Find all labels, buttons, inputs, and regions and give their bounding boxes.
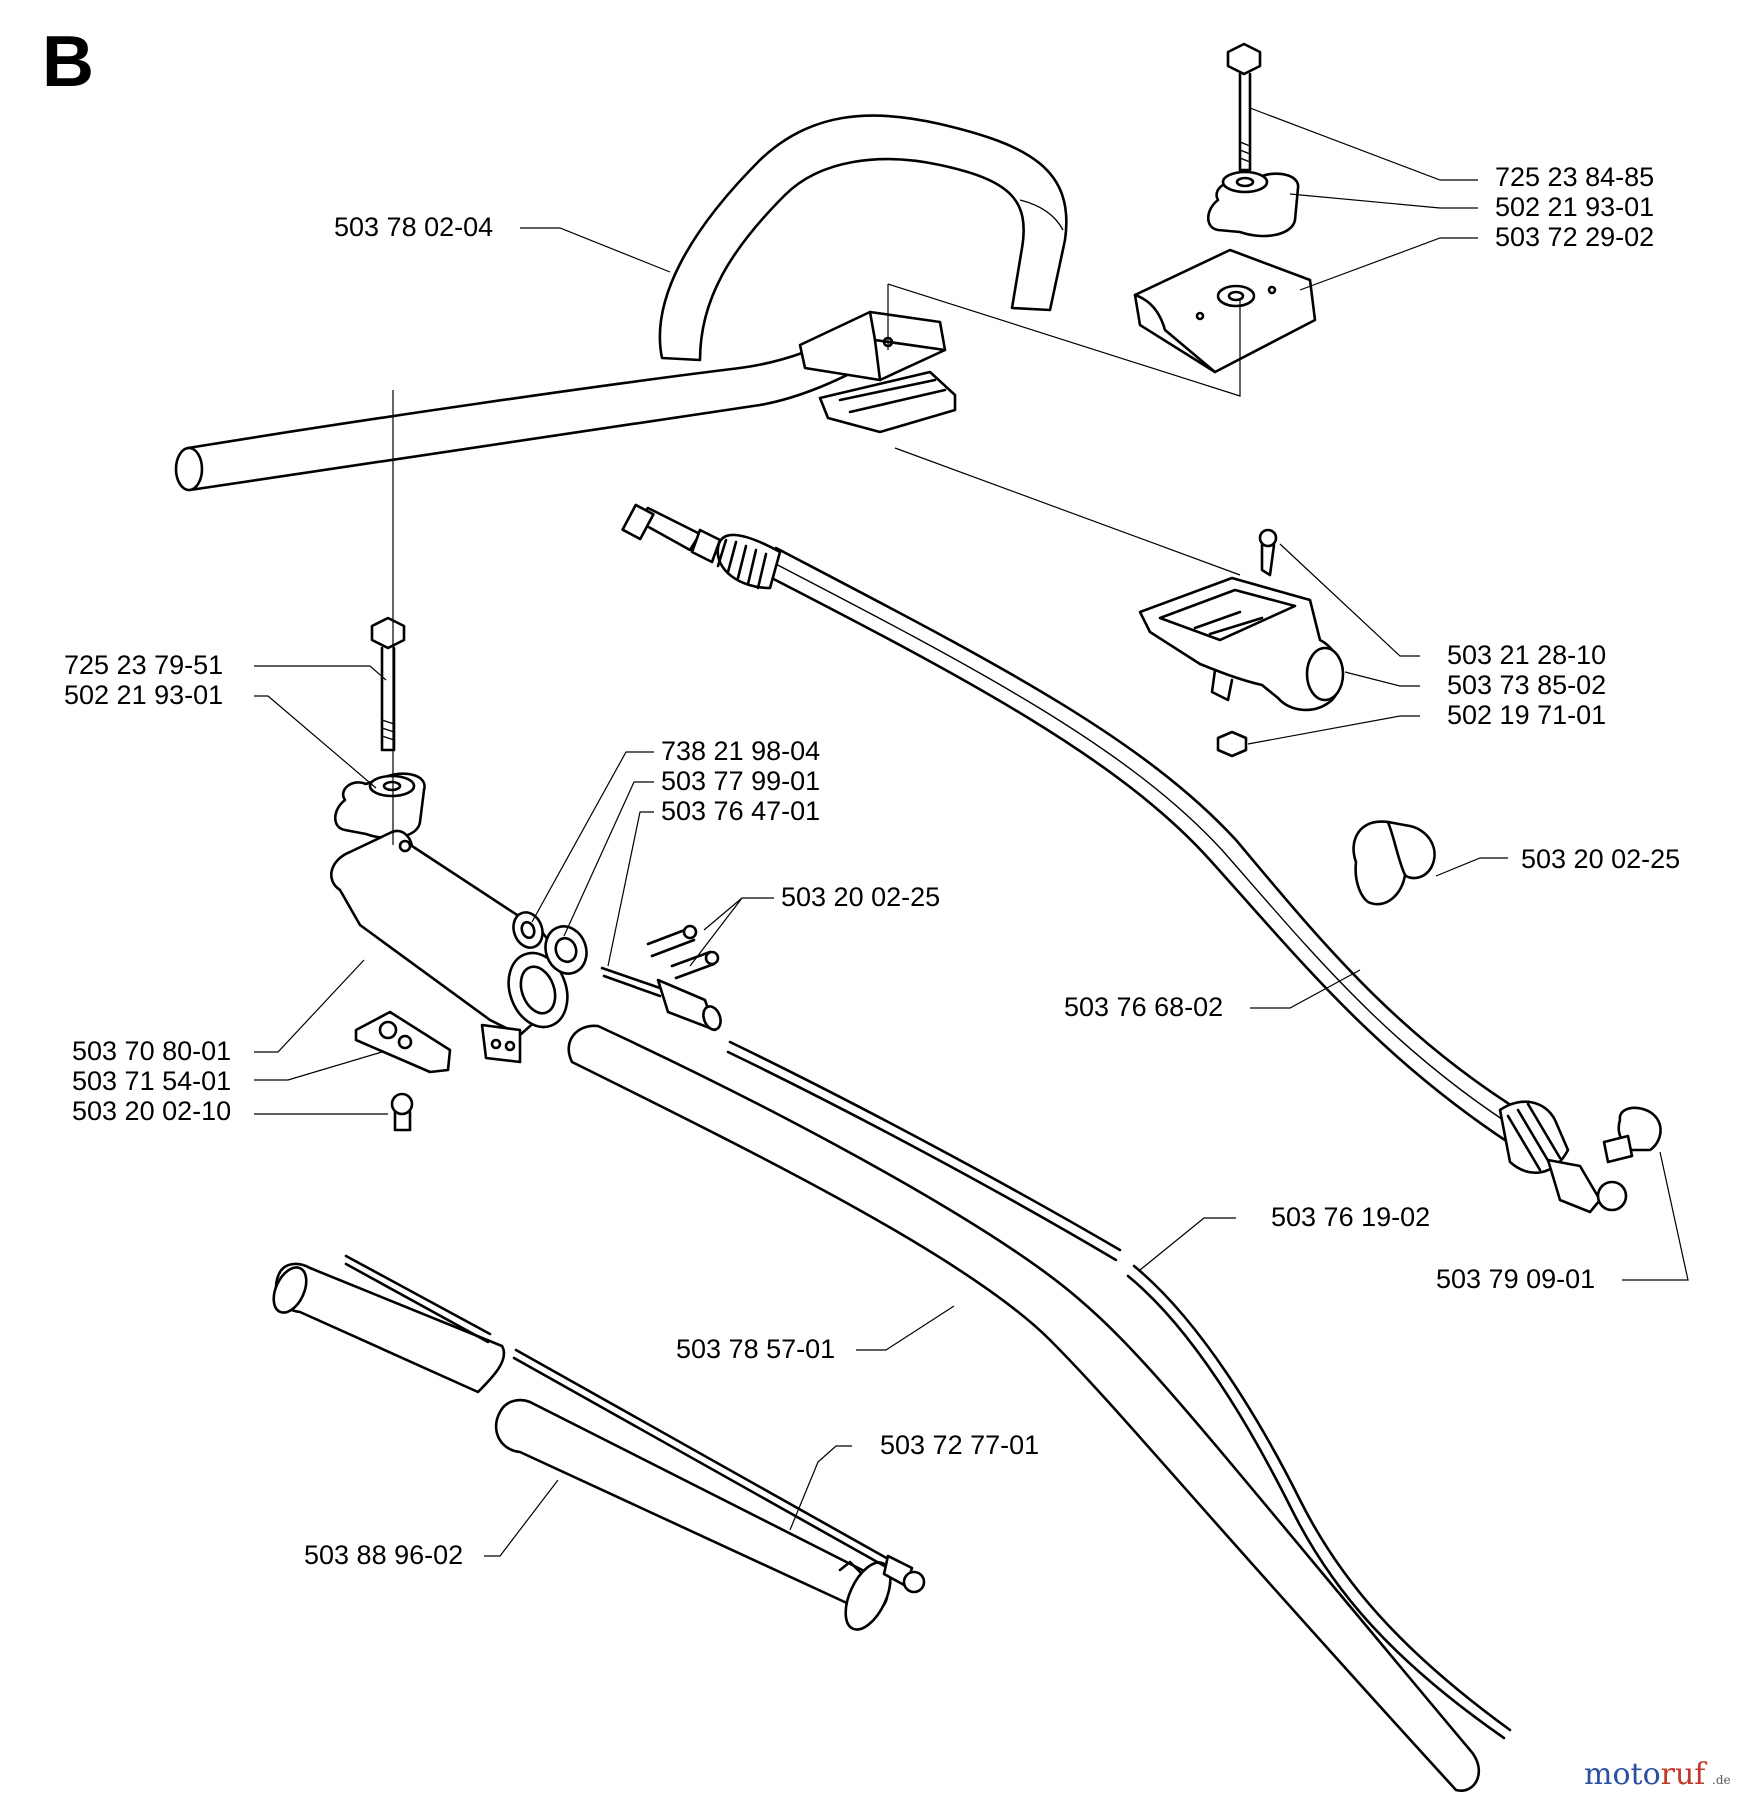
label-clamp-screw: 503 20 02-10 bbox=[72, 1096, 231, 1126]
end-clip-part bbox=[1602, 1106, 1662, 1164]
shaft-end-part bbox=[600, 966, 722, 1032]
label-inner-shaft: 503 72 77-01 bbox=[880, 1430, 1039, 1460]
label-bearing-b: 503 77 99-01 bbox=[661, 766, 820, 796]
label-knob-top: 502 21 93-01 bbox=[1495, 192, 1654, 222]
drive-cable-part bbox=[726, 1040, 1512, 1740]
svg-text:.de: .de bbox=[1712, 1773, 1731, 1787]
svg-text:motoruf: motoruf bbox=[1584, 1757, 1707, 1792]
tube-bent-part bbox=[567, 1024, 1481, 1792]
label-screw-bracket: 503 21 28-10 bbox=[1447, 640, 1606, 670]
label-shaft-end: 503 76 47-01 bbox=[661, 796, 820, 826]
inner-shaft-part bbox=[344, 1254, 926, 1594]
label-cable-clip: 503 20 02-25 bbox=[1521, 844, 1680, 874]
label-flex-shaft: 503 76 68-02 bbox=[1064, 992, 1223, 1022]
label-tube-bent: 503 78 57-01 bbox=[676, 1334, 835, 1364]
label-tube-clamp: 503 70 80-01 bbox=[72, 1036, 231, 1066]
leader-lines bbox=[254, 107, 1689, 1557]
tube-clamp-part bbox=[330, 829, 569, 1064]
label-tube-straight: 503 88 96-02 bbox=[304, 1540, 463, 1570]
label-bolt-top: 725 23 84-85 bbox=[1495, 162, 1654, 192]
handle-part bbox=[174, 114, 1068, 492]
label-end-clip: 503 79 09-01 bbox=[1436, 1264, 1595, 1294]
bracket-part bbox=[1138, 576, 1345, 712]
clamp-plate-part bbox=[354, 1010, 452, 1074]
cable-clip-part bbox=[1352, 820, 1436, 906]
label-knob-left: 502 21 93-01 bbox=[64, 680, 223, 710]
part-labels: 503 78 02-04 725 23 84-85 502 21 93-01 5… bbox=[64, 162, 1680, 1570]
label-bracket: 503 73 85-02 bbox=[1447, 670, 1606, 700]
label-nut-bracket: 502 19 71-01 bbox=[1447, 700, 1606, 730]
bolt-left-part bbox=[370, 616, 406, 752]
label-bolt-left: 725 23 79-51 bbox=[64, 650, 223, 680]
knob-left-part bbox=[333, 772, 426, 840]
label-bearing-a: 738 21 98-04 bbox=[661, 736, 820, 766]
watermark-logo: motoruf .de bbox=[1584, 1757, 1731, 1792]
clamp-screw-part bbox=[390, 1092, 414, 1132]
screw-bracket-part bbox=[1258, 528, 1278, 577]
tube-straight-part bbox=[272, 1262, 892, 1631]
label-drive-cable: 503 76 19-02 bbox=[1271, 1202, 1430, 1232]
label-screws: 503 20 02-25 bbox=[781, 882, 940, 912]
section-letter: B bbox=[42, 22, 94, 102]
bearing-b-part bbox=[544, 925, 588, 975]
label-handle: 503 78 02-04 bbox=[334, 212, 493, 242]
bearing-a-part bbox=[512, 911, 544, 949]
bolt-top-part bbox=[1226, 42, 1262, 172]
label-clamp-top: 503 72 29-02 bbox=[1495, 222, 1654, 252]
nut-bracket-part bbox=[1216, 730, 1248, 758]
knob-top-part bbox=[1206, 170, 1300, 238]
screws-part bbox=[646, 924, 720, 980]
flex-shaft-part bbox=[621, 503, 1628, 1214]
clamp-top-part bbox=[1133, 248, 1317, 374]
label-clamp-plate: 503 71 54-01 bbox=[72, 1066, 231, 1096]
